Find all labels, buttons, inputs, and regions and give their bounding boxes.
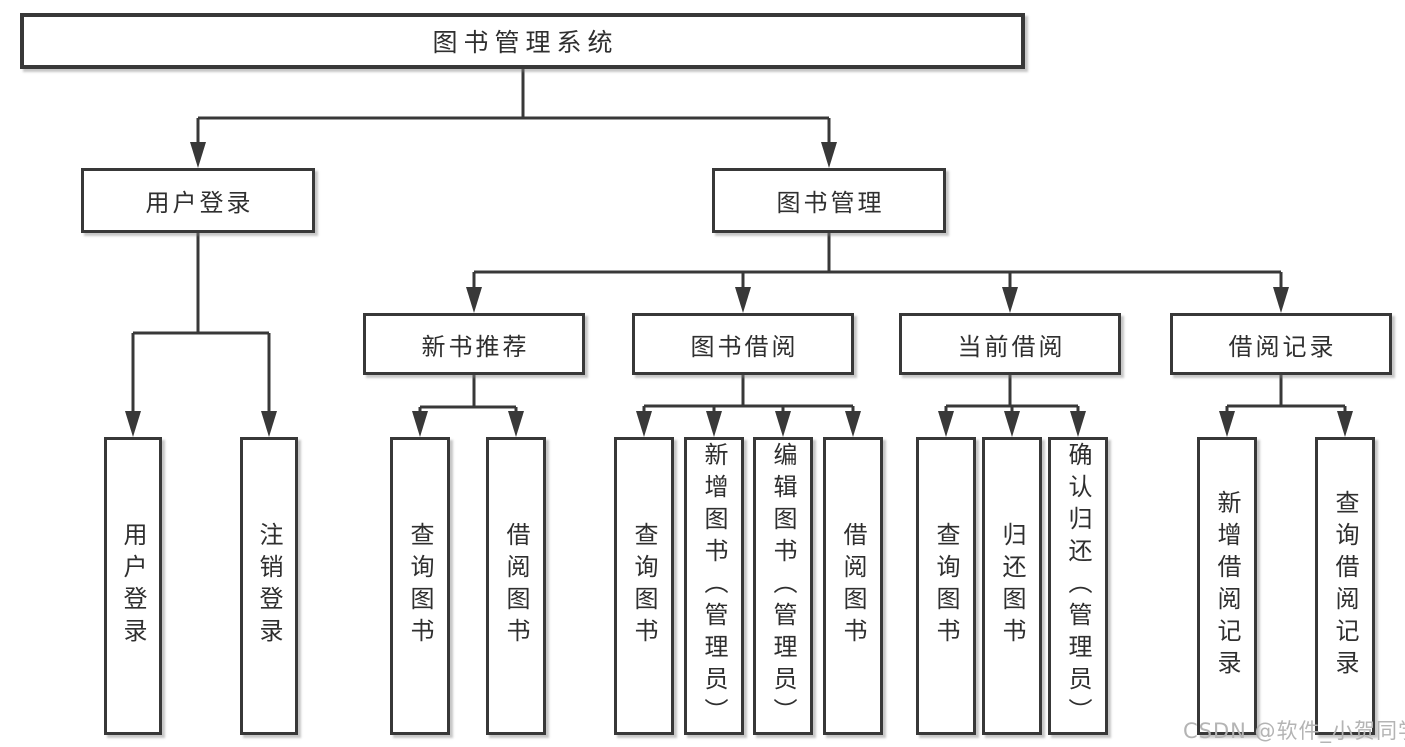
csdn-watermark: CSDN @软件_小贺同学 (1183, 719, 1405, 743)
node-current-borrow: 当前借阅 (899, 313, 1121, 375)
node-new-book-recommend: 新书推荐 (363, 313, 585, 375)
leaf-current-query-books: 查询图书 (916, 437, 976, 735)
node-label: 图书管理系统 (432, 28, 619, 57)
node-label: 查询图书 (630, 522, 658, 650)
node-label: 借阅图书 (839, 522, 867, 650)
node-label: 借阅图书 (502, 522, 530, 650)
leaf-borrow-add-books-admin: 新增图书（管理员） (684, 437, 744, 735)
connector-records-to-leaves (1225, 375, 1347, 413)
node-borrow-records: 借阅记录 (1170, 313, 1392, 375)
leaf-records-query-record: 查询借阅记录 (1315, 437, 1375, 735)
node-label: 查询图书 (932, 522, 960, 650)
node-label: 当前借阅 (957, 332, 1066, 361)
connector-root-to-level2 (196, 69, 831, 144)
leaf-records-add-record: 新增借阅记录 (1197, 437, 1257, 735)
leaf-recommend-query-books: 查询图书 (390, 437, 450, 735)
node-label: 查询借阅记录 (1331, 490, 1359, 682)
leaf-user-login: 用户登录 (104, 437, 162, 735)
arrowheads (125, 142, 1353, 437)
node-label: 编辑图书（管理员） (769, 442, 797, 730)
leaf-current-return-books: 归还图书 (982, 437, 1042, 735)
connector-borrow-to-leaves (642, 375, 855, 413)
node-label: 图书借阅 (690, 332, 799, 361)
leaf-current-confirm-return-admin: 确认归还（管理员） (1048, 437, 1108, 735)
node-label: 用户登录 (119, 522, 147, 650)
leaf-recommend-borrow-books: 借阅图书 (486, 437, 546, 735)
connector-recommend-to-leaves (418, 375, 518, 413)
node-label: 借阅记录 (1228, 332, 1337, 361)
leaf-borrow-edit-books-admin: 编辑图书（管理员） (753, 437, 813, 735)
node-label: 新增借阅记录 (1213, 490, 1241, 682)
connector-current-to-leaves (944, 375, 1080, 413)
node-label: 图书管理 (776, 189, 885, 217)
node-root-system: 图书管理系统 (20, 13, 1025, 69)
node-label: 用户登录 (145, 189, 254, 217)
leaf-logout: 注销登录 (240, 437, 298, 735)
node-label: 查询图书 (406, 522, 434, 650)
node-book-management: 图书管理 (712, 168, 946, 233)
node-label: 新增图书（管理员） (700, 442, 728, 730)
node-user-login: 用户登录 (81, 168, 315, 233)
leaf-borrow-query-books: 查询图书 (614, 437, 674, 735)
node-label: 注销登录 (255, 522, 283, 650)
node-label: 归还图书 (998, 522, 1026, 650)
node-label: 确认归还（管理员） (1064, 442, 1092, 730)
leaf-borrow-borrow-books: 借阅图书 (823, 437, 883, 735)
node-label: 新书推荐 (421, 332, 530, 361)
node-book-borrow: 图书借阅 (632, 313, 854, 375)
connector-bookmgmt-to-level3 (472, 233, 1283, 289)
connector-userlogin-to-leaves (131, 233, 271, 413)
